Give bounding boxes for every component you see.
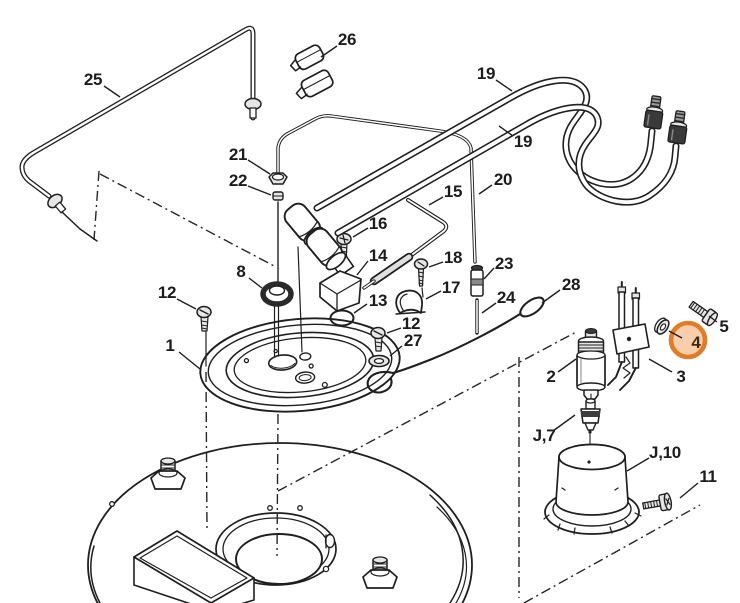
washer-4 (654, 317, 670, 335)
part-label-26: 26 (337, 30, 357, 49)
part-label-22: 22 (228, 171, 248, 190)
part-label-20: 20 (493, 170, 513, 189)
screw-12-left (196, 305, 212, 367)
part-label-19a: 19 (476, 64, 496, 83)
part-label-27: 27 (403, 331, 423, 350)
hose-fitting-a (643, 95, 664, 130)
part-label-13: 13 (368, 291, 388, 310)
connector-14 (319, 253, 362, 312)
tank-duct-box (133, 530, 255, 603)
fitting-23 (470, 264, 484, 297)
valve-2 (576, 328, 606, 401)
part-label-5: 5 (719, 317, 729, 336)
highlight-circle-part-4[interactable] (668, 320, 708, 360)
part-label-2: 2 (546, 367, 556, 386)
clip-26 (289, 44, 334, 100)
hose-fitting-b (667, 110, 688, 145)
pipe-and-nuts (268, 114, 484, 335)
mounting-flange (199, 317, 401, 413)
part-label-3: 3 (676, 367, 686, 386)
nut-21 (268, 172, 288, 185)
part-label-21: 21 (228, 145, 248, 164)
nozzle-6-7 (580, 398, 601, 453)
tether-cable-28 (366, 296, 545, 394)
part-label-19b: 19 (513, 132, 533, 151)
washer-27 (368, 354, 390, 368)
burner-pot-9-10 (543, 443, 642, 535)
tube-15 (362, 198, 449, 290)
part-label-12b: 12 (401, 314, 421, 333)
nut-22 (272, 191, 284, 201)
centerlines (93, 170, 701, 603)
part-label-23: 23 (494, 254, 514, 273)
screw-12-center (370, 326, 386, 352)
screw-11 (642, 492, 673, 512)
part-label-24: 24 (496, 288, 516, 307)
leader-part-4 (668, 330, 683, 339)
ignition-boot-b (305, 227, 347, 271)
part-label-9-10: J,10 (649, 443, 681, 462)
part-label-8: 8 (236, 262, 246, 281)
tank-tab (324, 533, 336, 549)
part-label-1: 1 (165, 336, 175, 355)
screw-18 (413, 258, 429, 298)
hoses-19 (313, 76, 688, 237)
stud-nut-right (362, 556, 398, 589)
wire-into-flange (297, 246, 303, 353)
pipe-into-flange (273, 303, 280, 357)
part-label-11: 11 (699, 467, 717, 486)
part-label-16: 16 (368, 214, 388, 233)
part-label-4-highlighted[interactable]: 4 (691, 333, 701, 352)
grommet-8 (260, 281, 294, 307)
clamp-17 (395, 289, 426, 315)
tank-base (87, 442, 473, 603)
leader-lines (103, 45, 718, 499)
part-label-17: 17 (441, 278, 461, 297)
electrode-bracket-3 (607, 281, 650, 391)
part-label-28: 28 (561, 275, 581, 294)
part-label-14: 14 (368, 246, 388, 265)
ring-13 (329, 309, 355, 327)
part-label-25: 25 (83, 70, 103, 89)
fuel-pipe-25 (19, 25, 262, 242)
stud-nut-left (150, 457, 186, 490)
part-label-15: 15 (443, 182, 463, 201)
part-label-18: 18 (443, 248, 463, 267)
part-label-6-7: J,7 (532, 426, 556, 445)
part-label-12a: 12 (157, 283, 177, 302)
